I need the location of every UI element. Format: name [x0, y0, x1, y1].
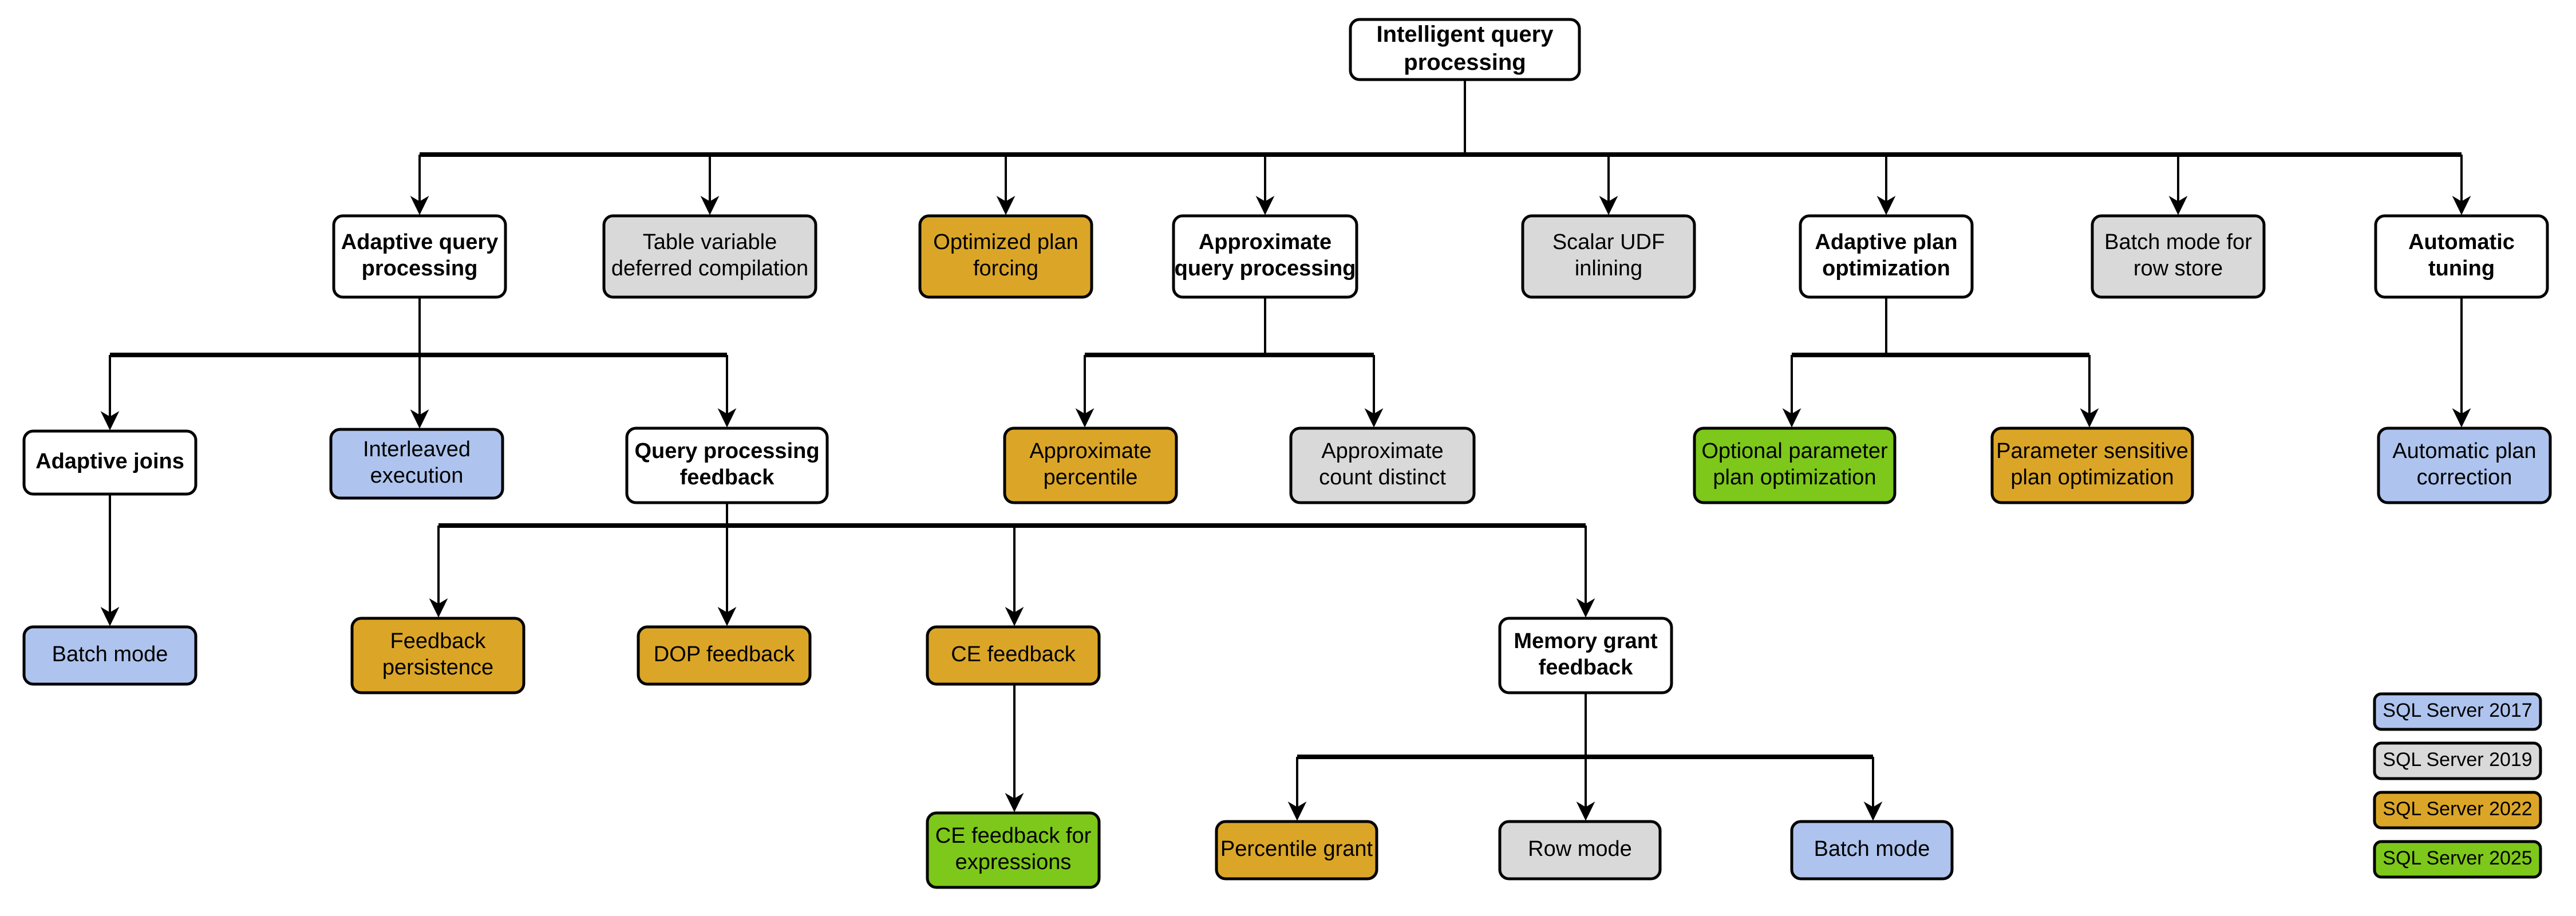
node-label-cefb: CE feedback [951, 642, 1076, 666]
legend-swatch-leg2025 [2373, 840, 2542, 879]
node-box-aqproc [1172, 214, 1358, 299]
node-box-pgrant [1215, 820, 1378, 881]
node-box-apo [1799, 214, 1974, 299]
node-label-rmode: Row mode [1528, 837, 1632, 861]
node-box-tvdc [602, 214, 817, 299]
legend-label-leg2022: SQL Server 2022 [2383, 798, 2532, 820]
node-box-mgfb [1498, 617, 1673, 694]
node-label-ajoin: Adaptive joins [35, 449, 184, 473]
node-box-oppo [1693, 427, 1897, 504]
legend-item-leg2022[interactable]: SQL Server 2022 [2373, 791, 2542, 830]
node-box-bmrs [2091, 214, 2266, 299]
node-box-bmode2 [1790, 820, 1954, 881]
node-box-autune [2374, 214, 2549, 299]
node-rmode[interactable]: Row mode [1498, 820, 1662, 881]
node-box-aqp [332, 214, 507, 299]
node-box-cefbex [926, 811, 1101, 889]
node-pgrant[interactable]: Percentile grant [1215, 820, 1378, 881]
node-box-apct [1003, 427, 1178, 504]
node-box-ilexec [329, 428, 504, 500]
node-box-fbper [350, 617, 526, 694]
legend-item-leg2017[interactable]: SQL Server 2017 [2373, 692, 2542, 731]
node-ajoin[interactable]: Adaptive joins [22, 429, 197, 496]
node-cefb[interactable]: CE feedback [926, 625, 1101, 686]
legend-item-leg2019[interactable]: SQL Server 2019 [2373, 741, 2542, 780]
node-box-acd [1289, 427, 1476, 504]
legend-label-leg2019: SQL Server 2019 [2383, 749, 2532, 771]
legend-label-leg2017: SQL Server 2017 [2383, 700, 2532, 721]
node-box-ajoin [22, 429, 197, 496]
node-label-pgrant: Percentile grant [1220, 837, 1373, 861]
node-box-dopfb [637, 625, 812, 686]
legend-swatch-leg2019 [2373, 741, 2542, 780]
legend-label-leg2025: SQL Server 2025 [2383, 847, 2532, 869]
node-box-root [1349, 18, 1581, 81]
node-bmode2[interactable]: Batch mode [1790, 820, 1954, 881]
node-label-bmode2: Batch mode [1814, 837, 1930, 861]
node-box-pspo [1990, 427, 2194, 504]
node-box-rmode [1498, 820, 1662, 881]
node-box-qpf [625, 427, 829, 504]
legend-item-leg2025[interactable]: SQL Server 2025 [2373, 840, 2542, 879]
node-label-dopfb: DOP feedback [654, 642, 795, 666]
legend-swatch-leg2022 [2373, 791, 2542, 830]
node-label-bmode1: Batch mode [52, 642, 168, 666]
node-box-sudf [1521, 214, 1696, 299]
node-bmode1[interactable]: Batch mode [22, 625, 197, 686]
node-box-cefb [926, 625, 1101, 686]
connector-layer [100, 80, 2471, 821]
node-box-opf [918, 214, 1093, 299]
node-dopfb[interactable]: DOP feedback [637, 625, 812, 686]
node-box-apc [2377, 427, 2552, 504]
node-box-bmode1 [22, 625, 197, 686]
legend-swatch-leg2017 [2373, 692, 2542, 731]
